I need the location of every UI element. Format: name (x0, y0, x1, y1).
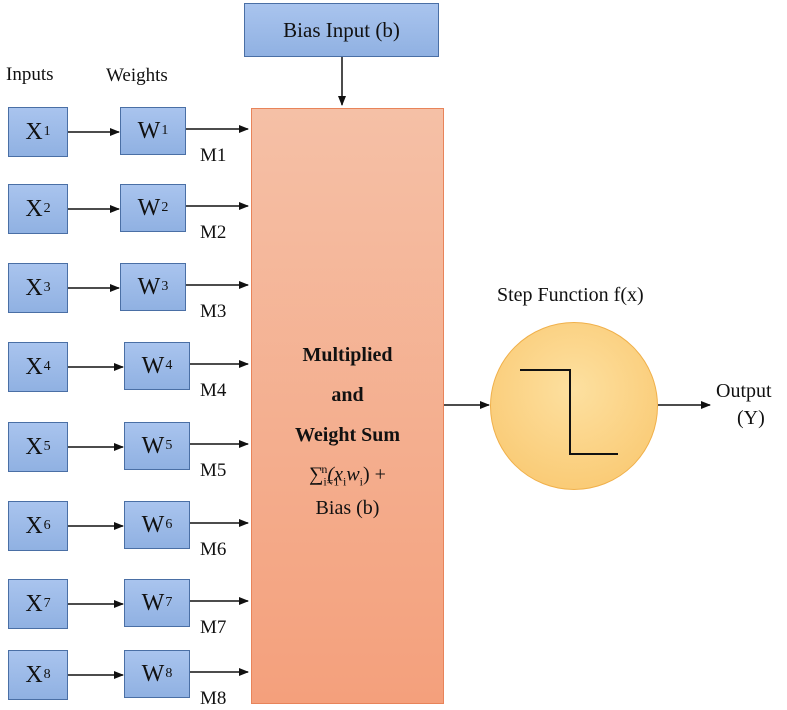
product-label-m1: M1 (200, 145, 227, 166)
input-x-index: 6 (43, 518, 51, 533)
product-label-m7: M7 (200, 617, 227, 638)
input-x-symbol: X (25, 195, 43, 222)
input-x-index: 1 (43, 124, 51, 139)
weight-w-index: 6 (165, 517, 173, 532)
weights-header: Weights (106, 65, 168, 86)
sum-symbol: ∑ (309, 463, 324, 486)
input-x-symbol: X (25, 590, 43, 617)
input-x-index: 4 (43, 359, 51, 374)
weight-w-symbol: W (137, 194, 161, 221)
summation-text: Multiplied and Weight Sum ∑i=1n(xiwi) + … (251, 335, 444, 520)
input-x-index: 5 (43, 439, 51, 454)
output-symbol: (Y) (737, 407, 765, 429)
product-label-m5: M5 (200, 460, 227, 481)
weight-w-index: 8 (165, 666, 173, 681)
sum-formula: ∑i=1n(xiwi) + (251, 457, 444, 494)
product-label-m4: M4 (200, 380, 227, 401)
weight-w-symbol: W (141, 432, 165, 459)
input-x-index: 7 (43, 596, 51, 611)
inputs-header: Inputs (6, 64, 54, 85)
input-x-symbol: X (25, 118, 43, 145)
weight-w-symbol: W (141, 660, 165, 687)
bias-input-box: Bias Input (b) (244, 3, 439, 57)
output-label: Output (716, 380, 772, 402)
product-label-m8: M8 (200, 688, 227, 709)
weight-w-index: 4 (165, 358, 173, 373)
input-x-symbol: X (25, 433, 43, 460)
sum-line-2: and (331, 384, 364, 406)
weight-w-symbol: W (141, 352, 165, 379)
sum-body-x: (x (327, 463, 343, 486)
sum-body-x-index: i (342, 474, 347, 489)
step-function-title: Step Function f(x) (497, 284, 644, 306)
input-x-index: 2 (43, 201, 51, 216)
sum-body-close: ) + (363, 463, 386, 486)
weight-w-index: 2 (161, 200, 169, 215)
weight-w-index: 1 (161, 123, 169, 138)
weight-w-index: 3 (161, 279, 169, 294)
weight-w-index: 5 (165, 438, 173, 453)
sum-body-w-index: i (359, 474, 363, 489)
product-label-m3: M3 (200, 301, 227, 322)
weight-w-symbol: W (137, 273, 161, 300)
weight-w-symbol: W (141, 589, 165, 616)
input-x-symbol: X (25, 512, 43, 539)
bias-term: Bias (b) (315, 496, 380, 519)
step-function-icon (520, 369, 618, 455)
input-x-symbol: X (25, 661, 43, 688)
product-label-m6: M6 (200, 539, 227, 560)
weight-w-index: 7 (165, 595, 173, 610)
sum-lower-limit: i=1 (323, 474, 340, 489)
sum-upper-limit: n (321, 462, 328, 476)
input-x-index: 3 (43, 280, 51, 295)
input-x-symbol: X (25, 353, 43, 380)
summation-block (251, 108, 444, 704)
step-function-node (490, 322, 658, 490)
sum-line-1: Multiplied (302, 344, 393, 366)
sum-body-w: w (346, 463, 360, 486)
weight-w-symbol: W (137, 117, 161, 144)
input-x-index: 8 (43, 667, 51, 682)
sum-line-3: Weight Sum (294, 424, 401, 446)
input-x-symbol: X (25, 274, 43, 301)
product-label-m2: M2 (200, 222, 227, 243)
weight-w-symbol: W (141, 511, 165, 538)
